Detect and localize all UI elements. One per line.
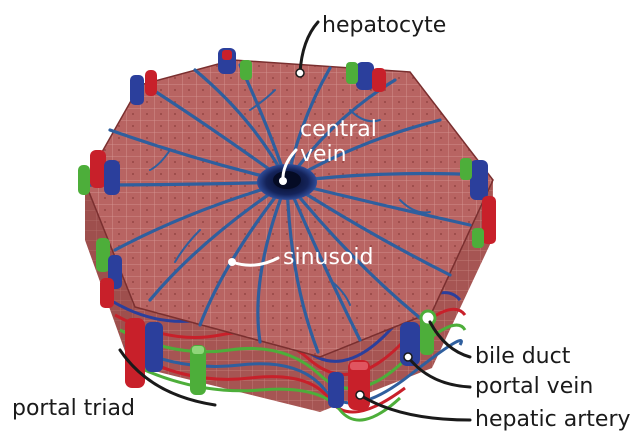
portal-vein-label: portal vein [475, 374, 593, 399]
hepatocyte-label: hepatocyte [322, 13, 446, 38]
bile-duct-label: bile duct [475, 344, 571, 369]
central-vein-label-line2: vein [300, 142, 347, 167]
central-vein-label-line1: central [300, 117, 377, 142]
central-vein [257, 164, 317, 200]
portal-triad-label: portal triad [12, 396, 135, 421]
hepatic-artery-label: hepatic artery [475, 407, 631, 432]
sinusoid-label: sinusoid [283, 245, 373, 270]
